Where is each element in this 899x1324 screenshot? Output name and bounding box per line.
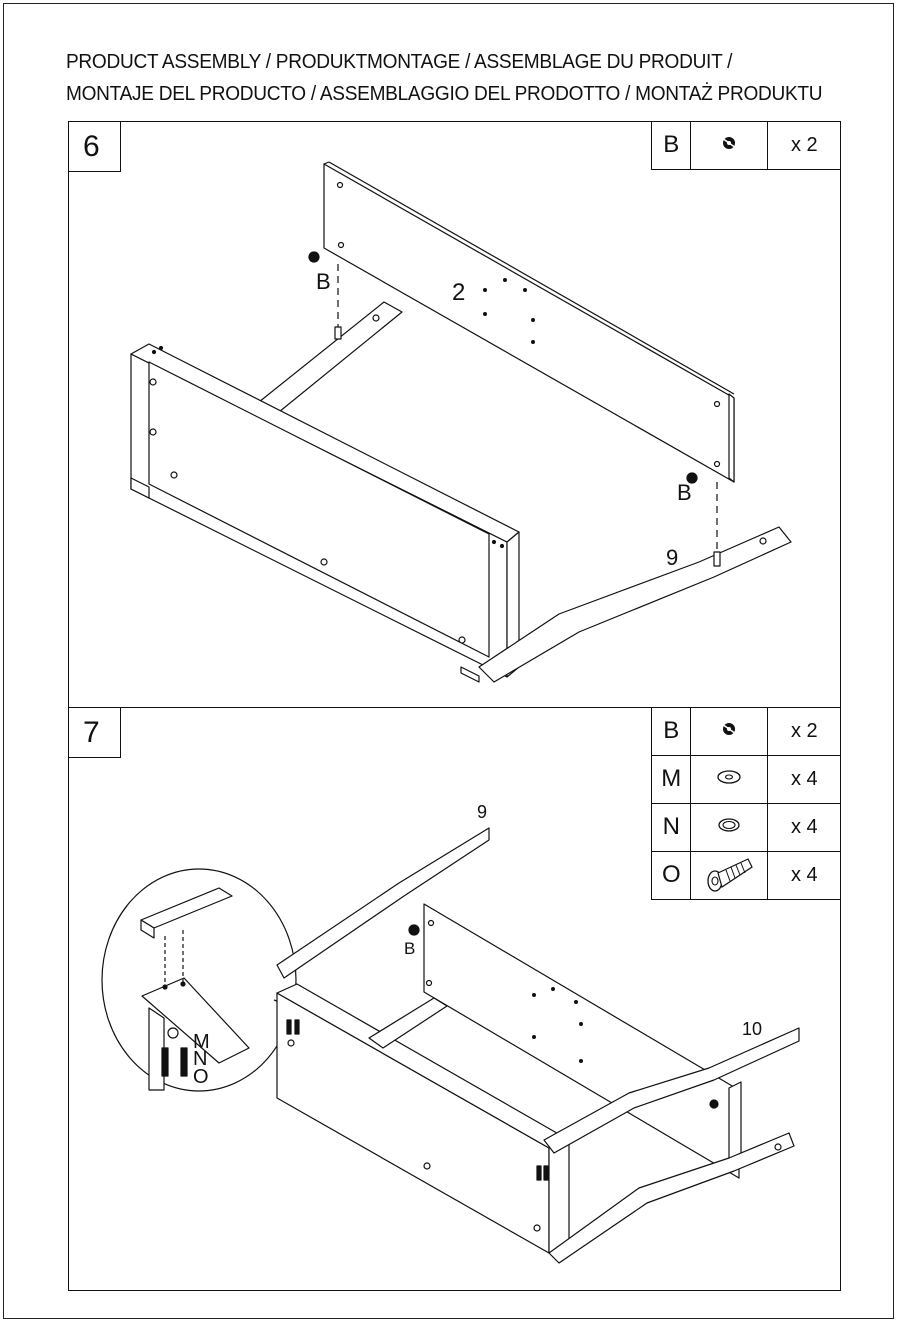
callout-rail-left: 9	[477, 802, 487, 822]
step-7-parts-table: B x 2 M x 4 N x 4 O x 4	[651, 707, 841, 900]
cam-lock-icon	[691, 121, 768, 169]
part-qty: x 2	[768, 121, 841, 169]
page-title: PRODUCT ASSEMBLY / PRODUKTMONTAGE / ASSE…	[66, 46, 810, 110]
part-letter: O	[652, 851, 691, 899]
title-line-2: MONTAJE DEL PRODUCTO / ASSEMBLAGGIO DEL …	[66, 78, 810, 110]
rail-back	[259, 302, 402, 412]
callout-cam: B	[404, 939, 415, 958]
callout-rail: 9	[666, 545, 678, 570]
parts-row: N x 4	[652, 803, 841, 851]
dowel-right	[687, 473, 720, 566]
callout-cam-right: B	[677, 480, 692, 505]
part-letter: B	[652, 121, 691, 169]
rail-back	[369, 998, 447, 1048]
bolt-icon	[691, 851, 768, 899]
part-qty: x 2	[768, 707, 841, 755]
step-6-panel: B 2 B 9 6 B x 2	[68, 121, 841, 708]
cam-lock-icon	[691, 707, 768, 755]
part-qty: x 4	[768, 851, 841, 899]
step-6-illustration: B 2 B 9	[69, 122, 840, 707]
side-frame	[131, 344, 519, 682]
detail-label-o: O	[193, 1066, 209, 1088]
part-qty: x 4	[768, 755, 841, 803]
step-6-parts-table: B x 2	[651, 121, 841, 170]
part-letter: N	[652, 803, 691, 851]
parts-row: O x 4	[652, 851, 841, 899]
callout-rail-right: 10	[742, 1019, 762, 1039]
spring-washer-icon	[691, 803, 768, 851]
part-qty: x 4	[768, 803, 841, 851]
step-7-number: 7	[69, 708, 121, 758]
callout-panel: 2	[452, 279, 465, 306]
rail-front	[479, 527, 791, 682]
callout-cam-left: B	[316, 269, 331, 294]
part-letter: M	[652, 755, 691, 803]
parts-row: M x 4	[652, 755, 841, 803]
parts-row: B x 2	[652, 707, 841, 755]
title-line-1: PRODUCT ASSEMBLY / PRODUKTMONTAGE / ASSE…	[66, 46, 810, 78]
part-letter: B	[652, 707, 691, 755]
parts-row: B x 2	[652, 121, 841, 169]
dowel-left	[309, 252, 341, 339]
flat-washer-icon	[691, 755, 768, 803]
step-6-number: 6	[69, 122, 121, 172]
step-7-panel: 9 10 B M N O 7 B x 2 M x 4 N x 4	[68, 707, 841, 1291]
rail-bottom	[549, 1133, 794, 1263]
cam-lock	[409, 925, 419, 935]
